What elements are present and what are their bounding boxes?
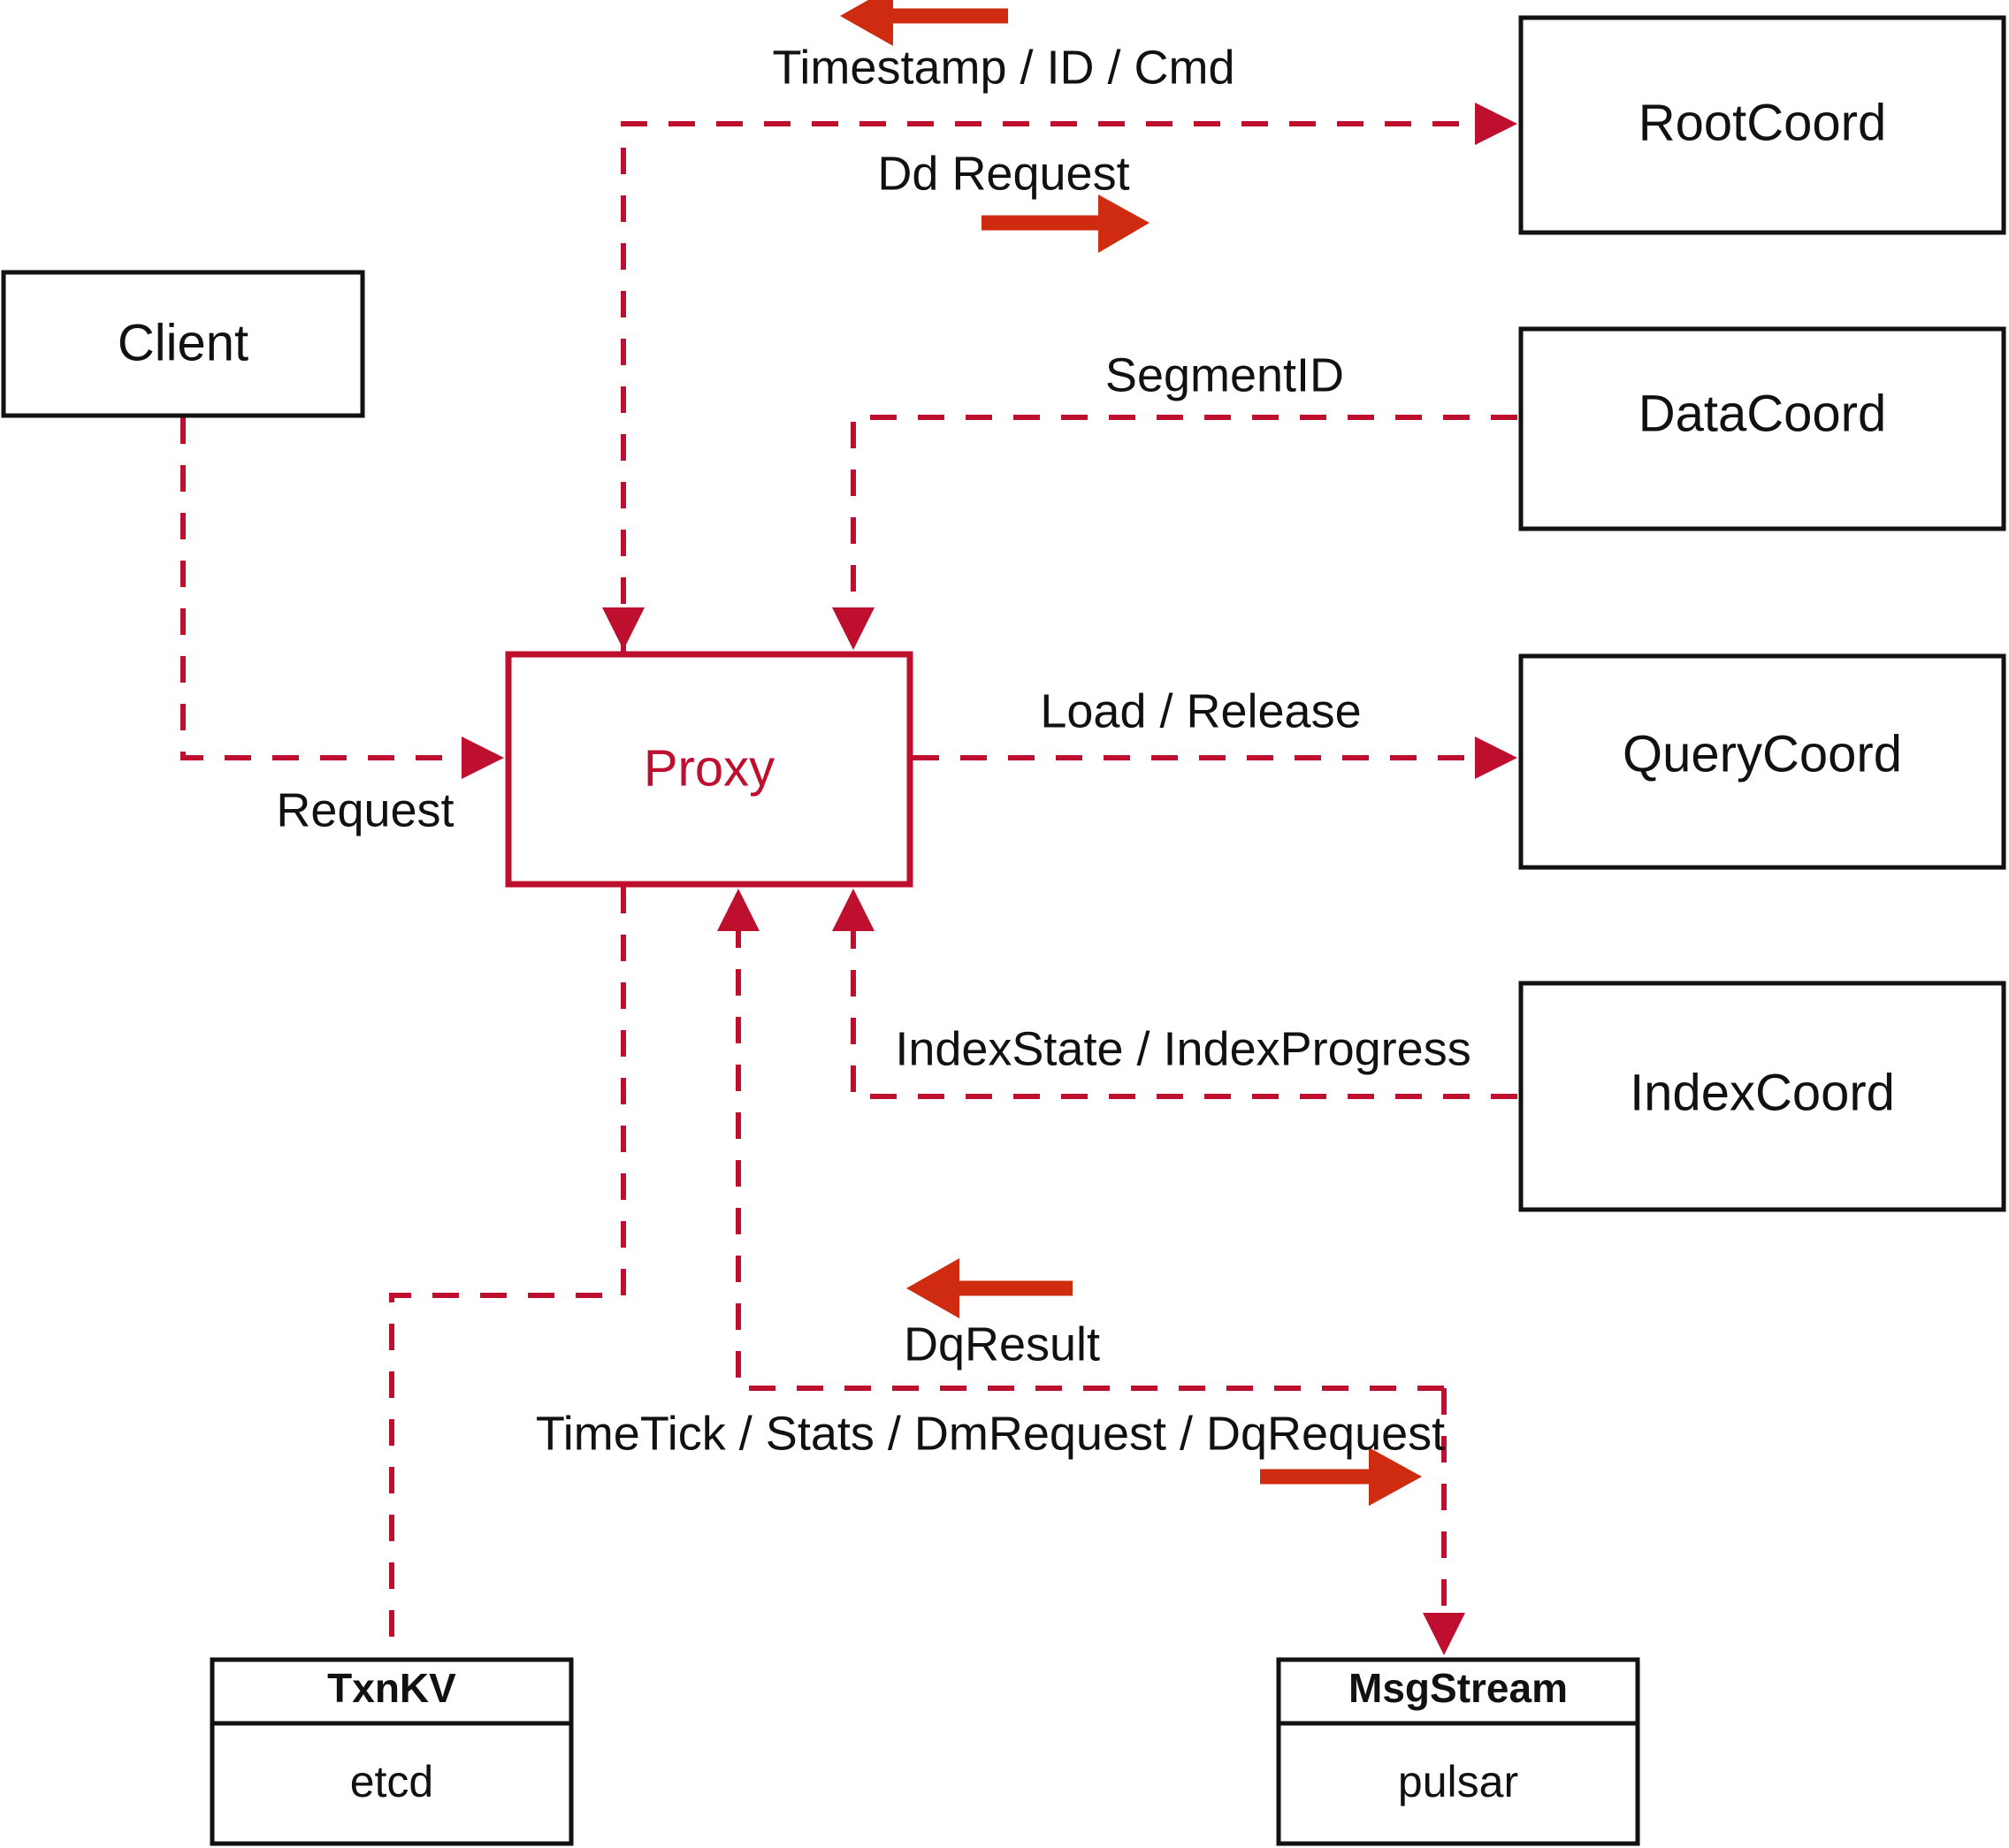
node-client-label: Client <box>118 314 248 371</box>
node-proxy[interactable]: Proxy <box>505 651 913 888</box>
direction-arrow-dqresult <box>906 1258 1073 1318</box>
node-msgstream[interactable]: MsgStream pulsar <box>1276 1657 1640 1846</box>
edge-label-load-release: Load / Release <box>1040 684 1361 737</box>
node-querycoord[interactable]: QueryCoord <box>1518 653 2006 870</box>
node-indexcoord[interactable]: IndexCoord <box>1518 981 2006 1212</box>
direction-arrow-dd-request <box>982 195 1150 253</box>
connector-proxy-rootcoord <box>621 121 1494 652</box>
connector-client-proxy <box>180 417 482 760</box>
arrowhead-proxy-left <box>462 737 504 779</box>
edge-label-request: Request <box>276 783 454 836</box>
edge-label-index-state-progress: IndexState / IndexProgress <box>895 1022 1470 1075</box>
node-txnkv[interactable]: TxnKV etcd <box>210 1657 574 1846</box>
node-txnkv-impl-label: etcd <box>350 1757 434 1806</box>
connector-msgstream-proxy <box>736 911 1444 1391</box>
edge-label-dd-request: Dd Request <box>877 147 1129 200</box>
arrowhead-proxy-top-left <box>602 607 645 650</box>
node-rootcoord-label: RootCoord <box>1639 94 1886 151</box>
edge-label-segment-id: SegmentID <box>1105 348 1344 401</box>
arrowhead-msgstream <box>1423 1613 1465 1655</box>
edge-label-timetick-stats: TimeTick / Stats / DmRequest / DqRequest <box>536 1407 1445 1460</box>
connector-indexcoord-proxy <box>851 911 1517 1099</box>
arrowhead-proxy-bottom-middle <box>717 889 760 931</box>
connector-proxy-txnkv <box>389 887 626 1658</box>
node-txnkv-label: TxnKV <box>327 1665 456 1711</box>
node-indexcoord-label: IndexCoord <box>1630 1064 1895 1121</box>
node-msgstream-impl-label: pulsar <box>1398 1757 1518 1806</box>
arrowhead-rootcoord <box>1475 103 1517 145</box>
node-proxy-label: Proxy <box>644 739 775 797</box>
node-rootcoord[interactable]: RootCoord <box>1518 15 2006 235</box>
direction-arrow-timetick <box>1260 1447 1422 1506</box>
edge-label-dqresult: DqResult <box>904 1317 1100 1371</box>
direction-arrow-timestamp-id-cmd <box>840 0 1008 46</box>
node-msgstream-label: MsgStream <box>1348 1665 1568 1711</box>
node-datacoord[interactable]: DataCoord <box>1518 326 2006 531</box>
arrowhead-proxy-top-right <box>832 607 875 650</box>
node-querycoord-label: QueryCoord <box>1623 725 1902 783</box>
arrowhead-proxy-bottom-right <box>832 889 875 931</box>
node-datacoord-label: DataCoord <box>1639 385 1886 442</box>
connector-datacoord-proxy <box>851 415 1517 652</box>
arrowhead-querycoord <box>1475 737 1517 779</box>
node-client[interactable]: Client <box>1 270 365 418</box>
edge-label-timestamp-id-cmd: Timestamp / ID / Cmd <box>772 41 1234 94</box>
